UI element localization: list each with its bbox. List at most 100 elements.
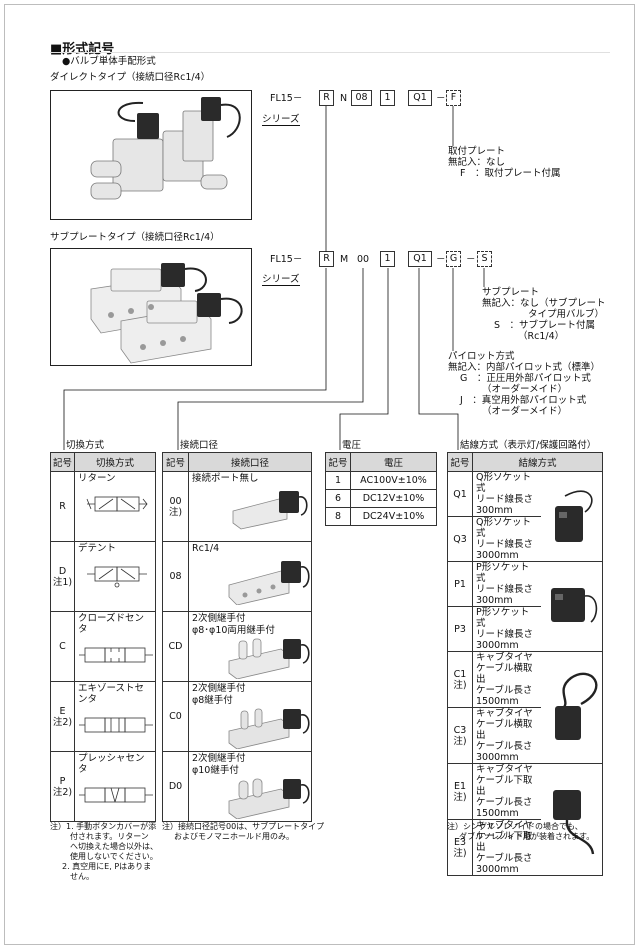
column-header: 記号 — [325, 452, 351, 472]
wiring-name: ケーブル下取出 — [476, 831, 533, 853]
wiring-name: ケーブル横取出 — [476, 719, 533, 741]
table-row: CD 2次側継手付 φ8･φ10両用継手付 — [162, 611, 312, 682]
voltage-caption: 電圧 — [342, 440, 362, 451]
dash: － — [466, 254, 476, 265]
table-row: P1 P形ソケット式 リード線長さ 300mm — [447, 561, 603, 652]
subplate-code-prefix: FL15－ — [270, 254, 303, 265]
switching-name: エキゾーストセンタ — [78, 683, 145, 705]
subplate-option-s-cont: （Rc1/4） — [518, 331, 565, 342]
table-row: P3 P形ソケット式 リード線長さ 3000mm — [447, 606, 603, 652]
port-name: 2次側継手付 — [192, 753, 246, 764]
dash: － — [436, 254, 446, 265]
column-header: 接続口径 — [188, 452, 312, 472]
column-header: 結線方式 — [472, 452, 603, 472]
wiring-name: 3000mm — [476, 640, 519, 651]
port-code: C0 — [169, 711, 182, 722]
wiring-name: 1500mm — [476, 808, 519, 819]
switching-name: リターン — [78, 473, 116, 484]
table-header: 記号 接続口径 — [162, 452, 312, 472]
wiring-name: ケーブル長さ — [476, 797, 533, 808]
direct-code-prefix: FL15－ — [270, 93, 303, 104]
switching-code: C — [59, 641, 66, 652]
column-header: 切換方式 — [74, 452, 156, 472]
switching-note-1: 注）1. 手動ボタンカバーが添 — [50, 822, 157, 831]
table-row: D0 2次側継手付 φ10継手付 — [162, 751, 312, 822]
switching-note-1d: 使用しないでください。 — [70, 852, 158, 861]
wiring-name: 3000mm — [476, 550, 519, 561]
switching-code: P — [59, 775, 66, 787]
plate-option-f: F ：取付プレート付属 — [460, 168, 561, 179]
valve-image — [225, 777, 311, 819]
wiring-name: P形ソケット式 — [476, 607, 530, 629]
note-mark: 注) — [453, 735, 467, 747]
port-caption: 接続口径 — [180, 440, 219, 451]
wiring-code: C1 — [453, 668, 467, 680]
direct-code-wiring: Q1 — [408, 90, 432, 106]
voltage-value: AC100V±10% — [360, 475, 427, 486]
port-name: 2次側継手付 — [192, 683, 246, 694]
table-row: C0 2次側継手付 φ8継手付 — [162, 681, 312, 752]
valve-symbol-pressure-center — [77, 776, 155, 816]
wiring-name: リード線長さ — [476, 539, 534, 550]
valve-symbol-detent — [81, 555, 155, 595]
valve-image — [225, 707, 311, 749]
column-header: 電圧 — [350, 452, 437, 472]
voltage-code: 6 — [334, 493, 342, 504]
port-code: 00 — [169, 495, 182, 507]
table-row: 08 Rc1/4 — [162, 541, 312, 612]
q-socket-image — [541, 482, 602, 552]
direct-valve-photo — [50, 90, 252, 220]
wiring-code: P1 — [454, 578, 466, 590]
direct-series-label: シリーズ — [262, 114, 300, 126]
pilot-option-j-cont: （オーダーメイド） — [482, 406, 568, 417]
subplate-option-s: S ：サブプレート付属 — [494, 320, 596, 331]
valve-symbol-return — [81, 485, 155, 525]
divider — [50, 52, 610, 53]
port-name-detail: φ8継手付 — [192, 695, 233, 706]
table-row: R リターン — [50, 471, 156, 542]
direct-code-voltage: 1 — [380, 90, 395, 106]
wiring-table: 記号 結線方式 Q1 Q形ソケット式 リード線長さ 300mm Q3 Q形ソケッ… — [447, 452, 603, 876]
note-mark: 注2) — [52, 786, 73, 798]
subplate-series-label: シリーズ — [262, 274, 300, 286]
subplate-code-port: 00 — [357, 254, 370, 265]
port-note-1: 注）接続口径記号00は、サブプレートタイプ — [162, 822, 325, 831]
wiring-note-1: 注）シングルソレノイドの場合でも、 — [447, 822, 583, 831]
voltage-code: 1 — [334, 475, 342, 486]
subplate-code-mount: M — [340, 254, 349, 265]
direct-code-plate: F — [446, 90, 461, 106]
wiring-name: 1500mm — [476, 696, 519, 707]
wiring-name: リード線長さ — [476, 629, 534, 640]
switching-caption: 切換方式 — [66, 440, 105, 451]
pilot-title: パイロット方式 — [448, 351, 515, 362]
table-header: 記号 電圧 — [325, 452, 437, 472]
wiring-name: ケーブル長さ — [476, 685, 533, 696]
plate-option-none: 無記入：なし — [448, 157, 506, 168]
note-mark: 注1) — [52, 576, 73, 588]
cabtyre-side-image — [541, 668, 602, 748]
table-row: Q1 Q形ソケット式 リード線長さ 300mm — [447, 471, 603, 562]
direct-code-port: 08 — [351, 90, 372, 106]
wiring-name: 300mm — [476, 595, 513, 606]
wiring-code: Q3 — [453, 533, 467, 545]
section-title: ■形式記号 — [50, 42, 115, 57]
pilot-option-none: 無記入：内部パイロット式（標準） — [448, 362, 601, 373]
wiring-code: E1 — [453, 780, 467, 792]
table-row: 6 DC12V±10% — [325, 489, 437, 508]
voltage-value: DC12V±10% — [362, 493, 425, 504]
wiring-code: P3 — [454, 623, 466, 635]
wiring-name: Q形ソケット式 — [476, 517, 531, 539]
subplate-code-switching: R — [319, 251, 334, 267]
plate-title: 取付プレート — [448, 146, 506, 157]
table-row: 1 AC100V±10% — [325, 471, 437, 490]
note-mark: 注) — [453, 791, 467, 803]
note-mark: 注) — [453, 679, 467, 691]
subplate-code-voltage: 1 — [380, 251, 395, 267]
table-row: 8 DC24V±10% — [325, 507, 437, 526]
